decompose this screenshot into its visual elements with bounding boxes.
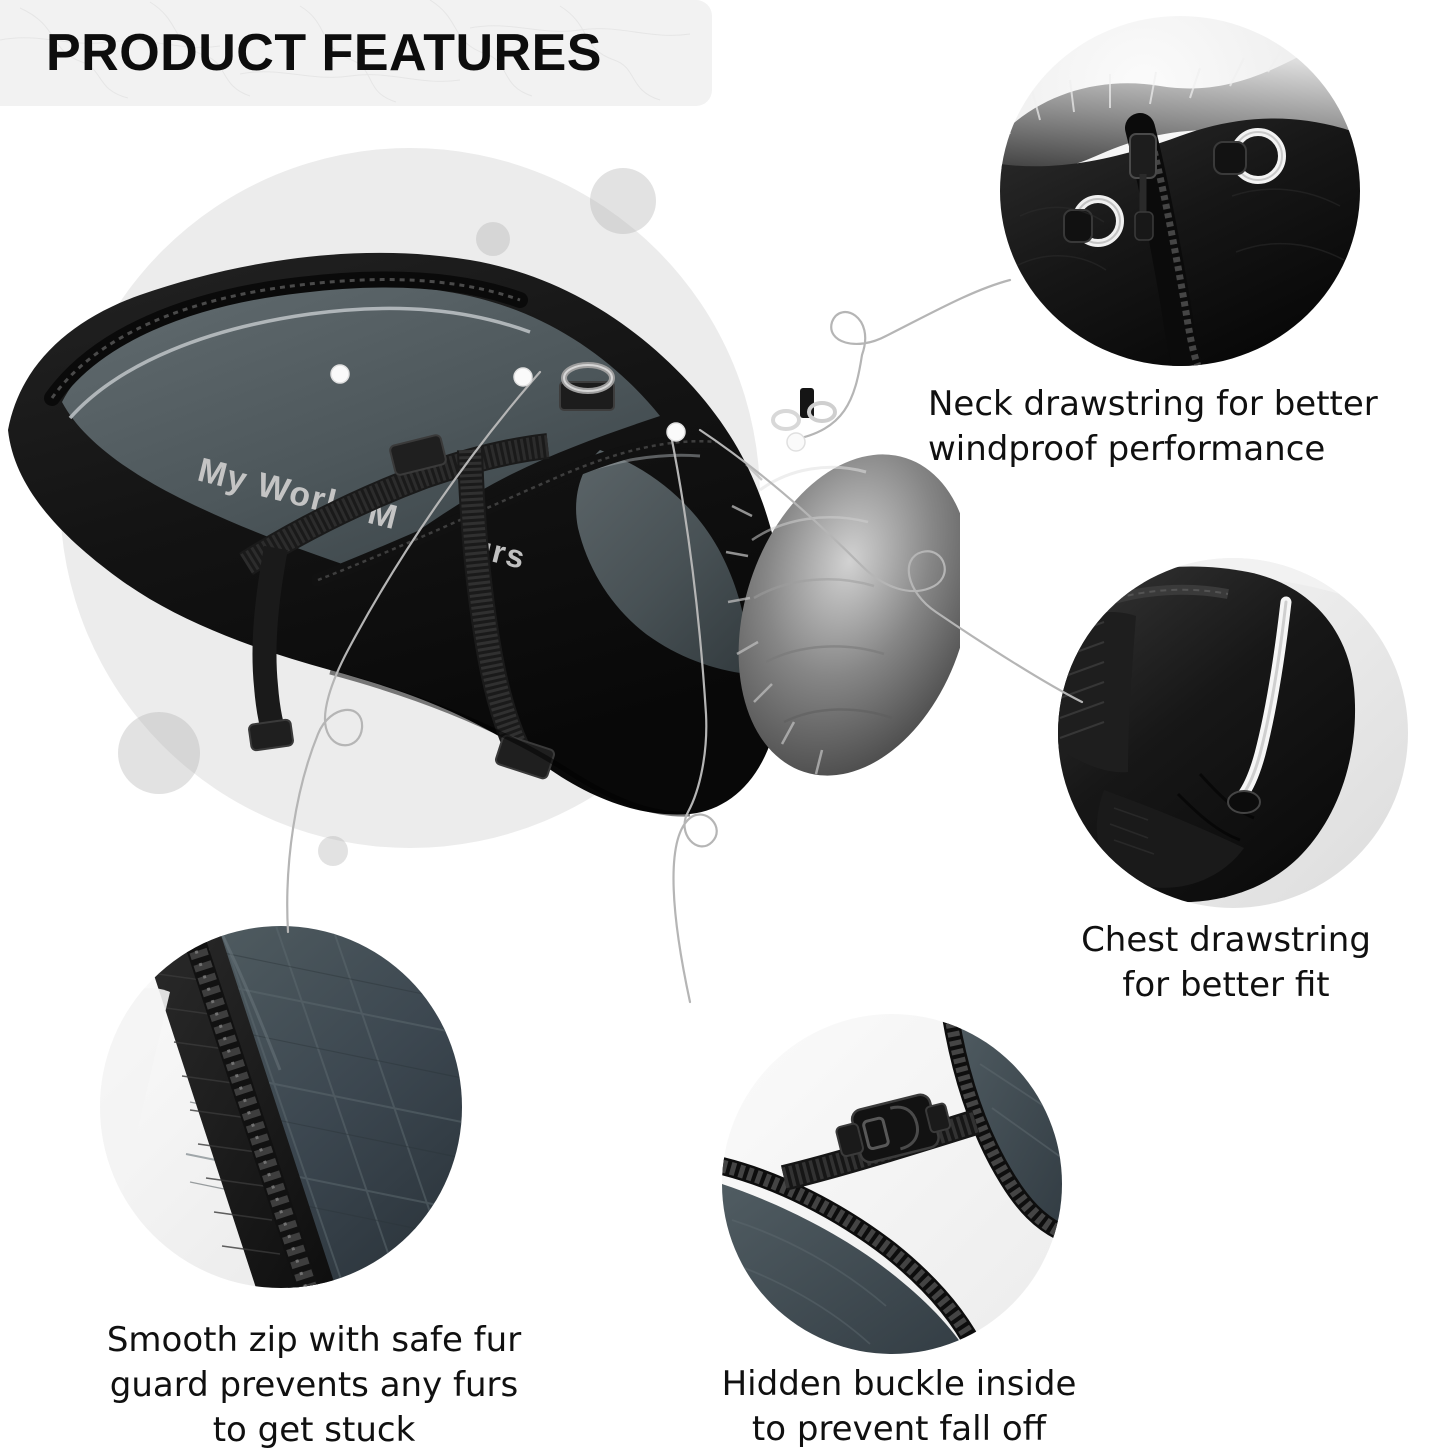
caption-chest-drawstring: Chest drawstring for better fit (1081, 920, 1371, 1005)
detail-photo-neck-drawstring (1000, 16, 1360, 366)
coat-top-zipper-teeth (50, 278, 521, 399)
page-title: PRODUCT FEATURES (46, 24, 602, 82)
strap-adjuster-left (248, 718, 294, 752)
banner-texture (0, 0, 691, 103)
caption-neck-drawstring: Neck drawstring for better windproof per… (928, 384, 1378, 469)
detail-photo-chest-drawstring (1058, 558, 1408, 908)
neck-toggle-hardware (771, 388, 837, 431)
product-image-dog-coat: My World M urs (0, 150, 960, 850)
caption-smooth-zip: Smooth zip with safe fur guard prevents … (106, 1320, 522, 1450)
side-release-buckle (835, 1093, 952, 1164)
left-drawstring-loop (1063, 195, 1124, 247)
reflective-piping-upper (68, 306, 531, 420)
zipper-teeth (179, 926, 319, 1288)
detail-photo-smooth-zipper (100, 926, 462, 1288)
decorative-dot-2 (476, 222, 510, 256)
decorative-dot-1 (590, 168, 656, 234)
detail-photo-hidden-buckle (722, 1014, 1062, 1354)
caption-hidden-buckle: Hidden buckle inside to prevent fall off (721, 1364, 1077, 1449)
decorative-dot-3 (118, 712, 200, 794)
harness-strap-left-vertical (252, 545, 290, 749)
d-ring-leash-attachment (559, 362, 615, 411)
header-banner: PRODUCT FEATURES (0, 0, 712, 106)
right-drawstring-loop (1213, 128, 1286, 184)
